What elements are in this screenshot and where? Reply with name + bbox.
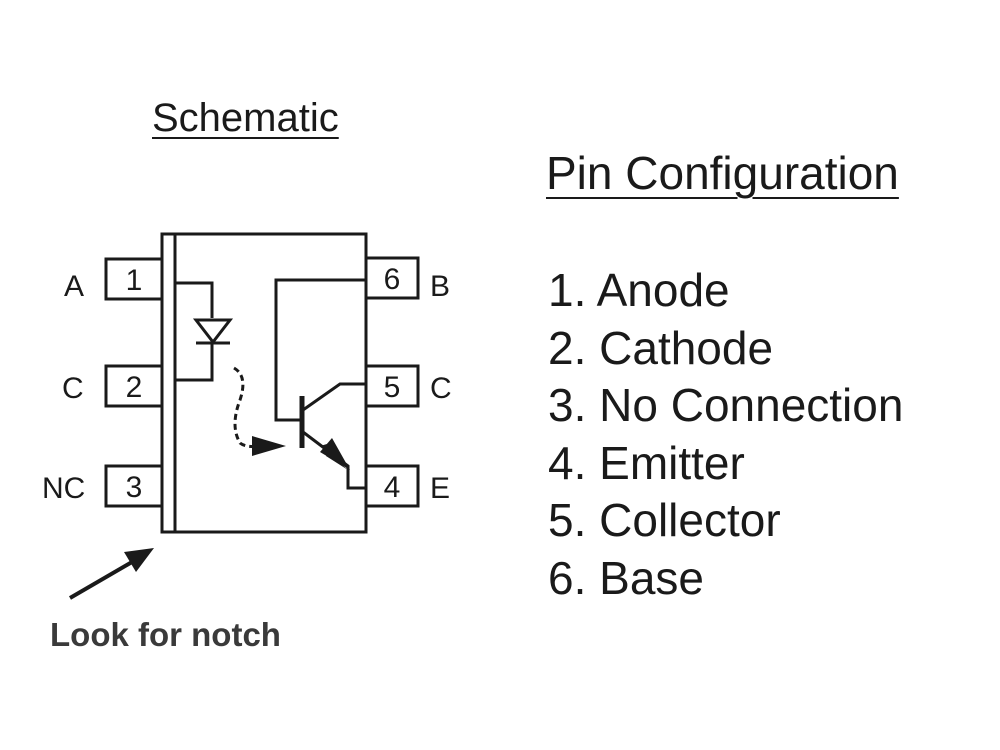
pin-4: 4 E	[364, 464, 450, 508]
light-emission-arrow	[233, 366, 286, 456]
pin-6-number: 6	[384, 263, 401, 296]
notch-pointer-arrow	[68, 548, 154, 600]
pin-1: 1 A	[64, 257, 164, 303]
pin-3-label: NC	[42, 472, 85, 505]
pin-2-number: 2	[126, 371, 143, 404]
pin-3: 3 NC	[42, 464, 164, 508]
pin-4-number: 4	[384, 471, 401, 504]
emitter-arrowhead	[320, 438, 350, 470]
pin-1-label: A	[64, 270, 84, 303]
pin-6: 6 B	[364, 256, 450, 303]
pin-2: 2 C	[62, 364, 164, 408]
pin-configuration-list: 1. Anode 2. Cathode 3. No Connection 4. …	[548, 262, 903, 607]
pin-1-number: 1	[126, 264, 143, 297]
pin-configuration-title: Pin Configuration	[546, 147, 899, 199]
list-item: 1. Anode	[548, 264, 730, 316]
notch-hint-label: Look for notch	[50, 616, 281, 653]
pin-4-label: E	[430, 472, 450, 505]
list-item: 4. Emitter	[548, 436, 745, 489]
pin-6-label: B	[430, 270, 450, 303]
pin-5-label: C	[430, 372, 452, 405]
list-item: 3. No Connection	[548, 379, 904, 431]
pin-5: 5 C	[364, 364, 452, 408]
list-item: 6. Base	[548, 551, 704, 604]
pin-5-number: 5	[384, 371, 401, 404]
pin-2-label: C	[62, 372, 84, 405]
list-item: 2. Cathode	[548, 321, 774, 374]
led-diode-symbol	[175, 281, 234, 382]
list-item: 5. Collector	[548, 494, 781, 546]
schematic-title: Schematic	[152, 96, 339, 140]
pin-3-number: 3	[126, 471, 143, 504]
phototransistor-symbol	[274, 278, 366, 490]
